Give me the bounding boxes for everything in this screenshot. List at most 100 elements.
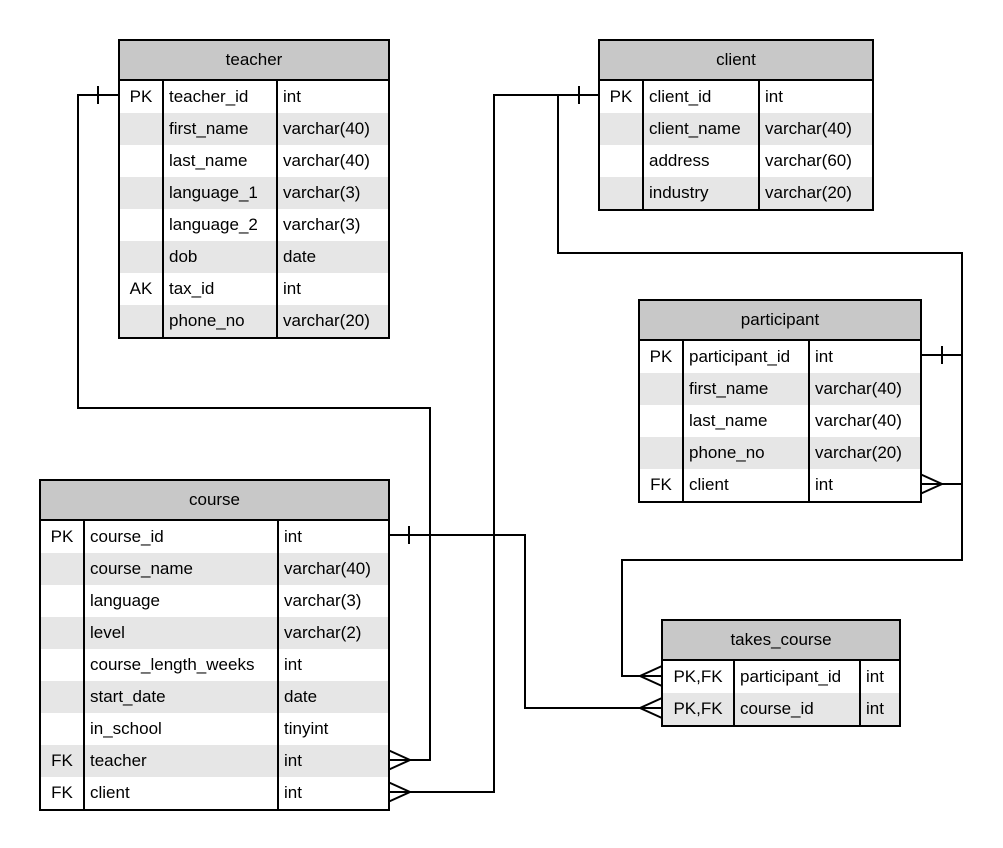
field-type-cell: varchar(2)	[279, 617, 388, 649]
field-type-cell: int	[765, 87, 783, 106]
key-column: PK	[600, 81, 642, 209]
field-type-cell: varchar(40)	[760, 113, 872, 145]
field-name-cell: first_name	[164, 113, 276, 145]
connector-participant-takes-course	[621, 346, 963, 687]
field-type-cell: int	[866, 667, 884, 686]
connector-client-course	[387, 86, 598, 803]
field-type-cell: tinyint	[284, 719, 329, 738]
key-cell	[120, 113, 162, 145]
key-cell: PK,FK	[673, 667, 723, 686]
field-name-cell: client_name	[644, 113, 758, 145]
field-type-cell: int	[284, 527, 302, 546]
key-cell	[41, 585, 83, 617]
key-column: PK AK	[120, 81, 162, 337]
key-cell: FK	[41, 745, 83, 777]
many-marker	[919, 473, 945, 495]
field-name-cell: client	[689, 475, 729, 494]
field-name-cell: teacher_id	[169, 87, 249, 106]
key-cell: PK	[129, 87, 153, 106]
field-name-cell: first_name	[684, 373, 808, 405]
table-title: course	[41, 481, 388, 521]
key-cell	[600, 177, 642, 209]
field-name-cell: course_length_weeks	[90, 655, 255, 674]
field-name-cell: tax_id	[169, 279, 215, 298]
key-cell: PK	[50, 527, 74, 546]
field-type-cell: int	[861, 693, 899, 725]
key-cell	[41, 649, 83, 681]
field-name-cell: in_school	[90, 719, 162, 738]
key-cell	[640, 373, 682, 405]
field-type-cell: varchar(20)	[810, 437, 920, 469]
field-type-cell: int	[284, 655, 302, 674]
field-type-cell: varchar(40)	[283, 151, 370, 170]
field-name-cell: client_id	[649, 87, 712, 106]
connector-course-takes-course	[388, 526, 663, 719]
field-type-cell: int	[279, 745, 388, 777]
field-type-cell: varchar(40)	[810, 373, 920, 405]
field-name-cell: last_name	[689, 411, 768, 430]
key-cell	[41, 713, 83, 745]
field-name-cell: dob	[164, 241, 276, 273]
name-column: participant_id course_id	[733, 661, 859, 725]
key-cell	[120, 305, 162, 337]
field-type-cell: date	[279, 681, 388, 713]
field-name-cell: level	[85, 617, 277, 649]
field-type-cell: varchar(3)	[284, 591, 362, 610]
key-cell: AK	[129, 279, 153, 298]
type-column: int varchar(40) varchar(60) varchar(20)	[758, 81, 872, 209]
key-cell	[120, 145, 162, 177]
field-name-cell: participant_id	[689, 347, 791, 366]
type-column: int int	[859, 661, 899, 725]
field-name-cell: start_date	[85, 681, 277, 713]
key-cell: PK	[609, 87, 633, 106]
key-cell	[120, 241, 162, 273]
key-cell	[600, 145, 642, 177]
field-type-cell: int	[283, 279, 301, 298]
field-type-cell: int	[815, 475, 833, 494]
name-column: participant_id first_name last_name phone_n…	[682, 341, 808, 501]
key-cell	[120, 209, 162, 241]
field-name-cell: industry	[644, 177, 758, 209]
connector-teacher-course	[77, 86, 431, 771]
table-title: teacher	[120, 41, 388, 81]
field-name-cell: course_id	[735, 693, 859, 725]
field-name-cell: phone_no	[164, 305, 276, 337]
key-cell	[41, 681, 83, 713]
field-type-cell: int	[284, 783, 302, 802]
field-name-cell: phone_no	[684, 437, 808, 469]
table-title: client	[600, 41, 872, 81]
field-type-cell: int	[283, 87, 301, 106]
field-type-cell: varchar(20)	[760, 177, 872, 209]
field-name-cell: course_id	[90, 527, 164, 546]
field-name-cell: language_1	[164, 177, 276, 209]
field-name-cell: last_name	[169, 151, 248, 170]
field-type-cell: varchar(40)	[279, 553, 388, 585]
field-type-cell: varchar(40)	[278, 113, 388, 145]
field-type-cell: varchar(60)	[765, 151, 852, 170]
key-cell: PK,FK	[663, 693, 733, 725]
field-name-cell: teacher	[85, 745, 277, 777]
key-cell: PK	[649, 347, 673, 366]
key-cell	[41, 617, 83, 649]
key-cell	[41, 553, 83, 585]
field-name-cell: participant_id	[740, 667, 842, 686]
field-name-cell: language_2	[169, 215, 258, 234]
field-type-cell: date	[278, 241, 388, 273]
key-cell	[120, 177, 162, 209]
